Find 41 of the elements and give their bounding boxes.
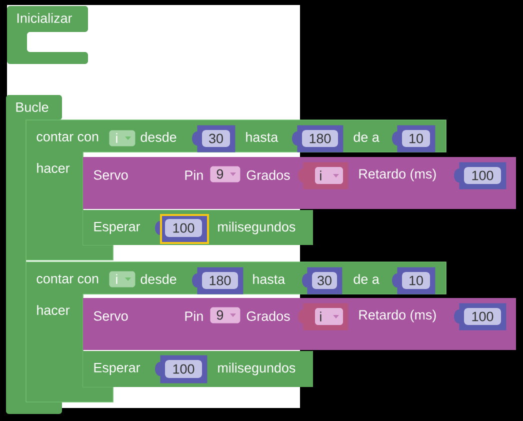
block-label: Pin [185, 170, 203, 180]
number-block: 180 [292, 125, 344, 152]
dropdown-field: i [109, 271, 136, 288]
block-label: Bucle [16, 102, 48, 112]
number-block: 10 [392, 125, 436, 152]
block-label: hasta [253, 274, 286, 284]
start-block [7, 6, 88, 64]
variable-block: i [298, 162, 348, 190]
block-label: milisegundos [218, 362, 296, 376]
block-label: hasta [246, 132, 278, 142]
dropdown-field: 9 [210, 307, 240, 324]
number-block: 10 [392, 267, 436, 294]
block-label: Grados [246, 311, 290, 321]
block-label: hacer [37, 163, 70, 173]
block-label: Servo [94, 311, 128, 321]
block-label: de a [354, 274, 380, 284]
number-block: 30 [302, 267, 342, 294]
number-block: 100 [155, 214, 209, 244]
number-block: 100 [155, 355, 208, 384]
number-block: 100 [454, 303, 506, 330]
block-label: hacer [37, 305, 70, 315]
number-block: 180 [192, 267, 244, 294]
number-block: 100 [454, 162, 506, 190]
dropdown-field: 9 [210, 166, 240, 182]
block-label: desde [140, 132, 176, 142]
block-label: Pin [185, 311, 203, 321]
block-label: desde [140, 274, 176, 284]
number-block: 30 [192, 125, 236, 152]
block-label: Esperar [94, 362, 140, 376]
block-label: Retardo (ms) [359, 310, 436, 322]
block-label: Grados [246, 170, 290, 180]
block-label: Retardo (ms) [359, 168, 436, 182]
block-label: contar con [36, 132, 98, 142]
block-label: Servo [94, 170, 128, 180]
block-label: de a [354, 132, 380, 142]
variable-block: i [298, 303, 348, 330]
block-label: Inicializar [17, 13, 72, 23]
block-label: milisegundos [218, 222, 296, 234]
dropdown-field: i [109, 130, 136, 146]
block-label: Esperar [94, 222, 140, 234]
block-label: contar con [36, 274, 98, 284]
